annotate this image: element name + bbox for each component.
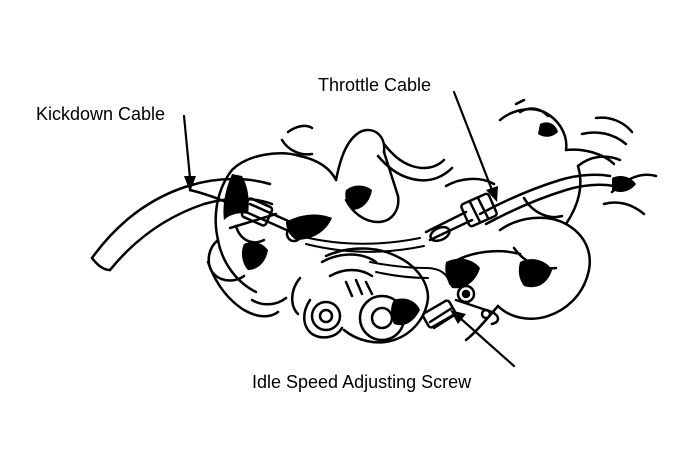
throttle-leader-line <box>452 90 494 192</box>
throttle-arrowhead <box>486 186 498 202</box>
idle-speed-adjusting-screw-label: Idle Speed Adjusting Screw <box>252 372 472 392</box>
engine-outline <box>90 98 658 344</box>
kickdown-cable-bracket <box>228 197 303 244</box>
idle-arrowhead <box>450 310 466 324</box>
kickdown-arrowhead <box>184 176 196 192</box>
throttle-linkage <box>299 235 451 285</box>
leader-lines <box>182 90 516 368</box>
leader-arrowheads <box>184 176 498 324</box>
idle-leader-line <box>458 316 516 368</box>
kickdown-leader-line <box>182 114 192 180</box>
throttle-cable <box>424 173 616 242</box>
idle-speed-screw <box>421 284 500 330</box>
throttle-cable-label: Throttle Cable <box>318 75 432 95</box>
throttle-cable-fitting <box>429 192 498 243</box>
throttle-lever <box>310 253 406 342</box>
kickdown-cable-label: Kickdown Cable <box>36 104 166 124</box>
